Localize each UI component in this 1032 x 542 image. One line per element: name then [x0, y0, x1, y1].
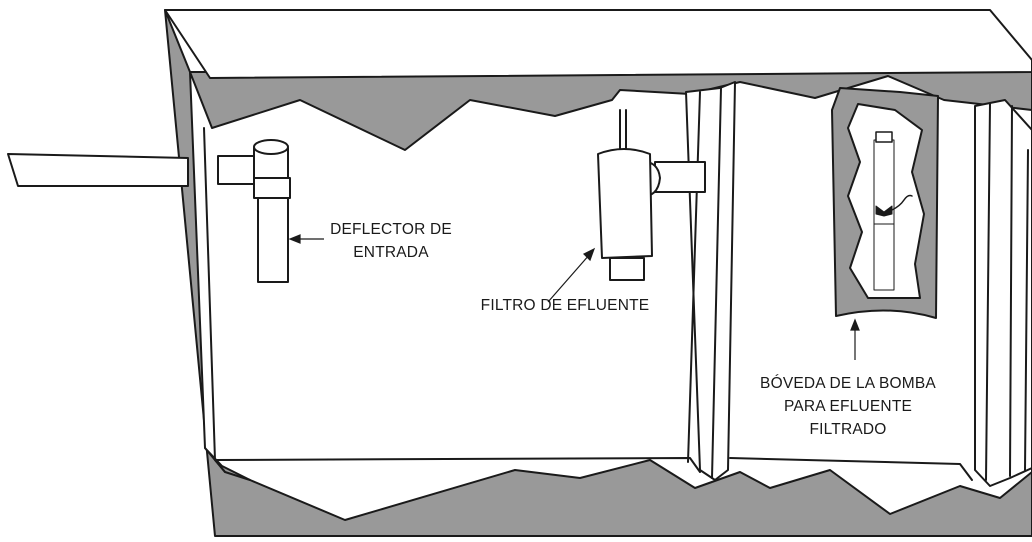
filter-arrowhead: [582, 247, 596, 262]
pump-vault-label-line-1: BÓVEDA DE LA BOMBA: [760, 375, 936, 392]
vault-arrowhead: [850, 318, 860, 331]
deflector-arrowhead: [288, 234, 301, 244]
filter-bottom-stub: [609, 257, 645, 281]
inlet-baffle-pipe: [257, 197, 289, 283]
partition-inner-line-2: [711, 87, 722, 479]
tank-lid: [164, 9, 1032, 79]
effluent-filter-label: FILTRO DE EFLUENTE: [460, 294, 670, 317]
pump-cord: [891, 194, 913, 211]
pump-vault-label-line-2: PARA EFLUENTE: [783, 398, 913, 415]
right-floor-edge: [729, 457, 973, 481]
right-side-wall: [974, 99, 1032, 487]
inlet-pipe: [7, 153, 189, 187]
inlet-baffle-label: DEFLECTOR DE ENTRADA: [316, 218, 466, 264]
filter-leader-line: [547, 253, 591, 303]
right-wall-line-2: [1009, 105, 1013, 477]
inlet-baffle-label-line-2: ENTRADA: [353, 244, 429, 261]
pump-vault-label-line-3: FILTRADO: [809, 421, 887, 438]
inlet-baffle-opening: [253, 139, 289, 155]
effluent-filter-label-line-1: FILTRO DE EFLUENTE: [480, 297, 650, 314]
pump-top-cap: [875, 131, 893, 143]
inlet-baffle-stub: [217, 155, 259, 185]
partition-inner-line: [687, 91, 701, 463]
filter-outlet-pipe: [654, 161, 706, 193]
inlet-baffle-collar: [253, 177, 291, 199]
inlet-baffle-label-line-1: DEFLECTOR DE: [330, 221, 452, 238]
pump-float-switch: [875, 205, 893, 217]
tank-interior: [189, 71, 1032, 521]
right-wall-line: [985, 103, 991, 481]
floor-edge: [214, 457, 701, 473]
pump-vault-label: BÓVEDA DE LA BOMBA PARA EFLUENTE FILTRAD…: [730, 372, 966, 441]
filter-housing: [597, 148, 653, 259]
right-wall-line-3: [1024, 149, 1029, 471]
left-floor-slant: [204, 447, 251, 481]
